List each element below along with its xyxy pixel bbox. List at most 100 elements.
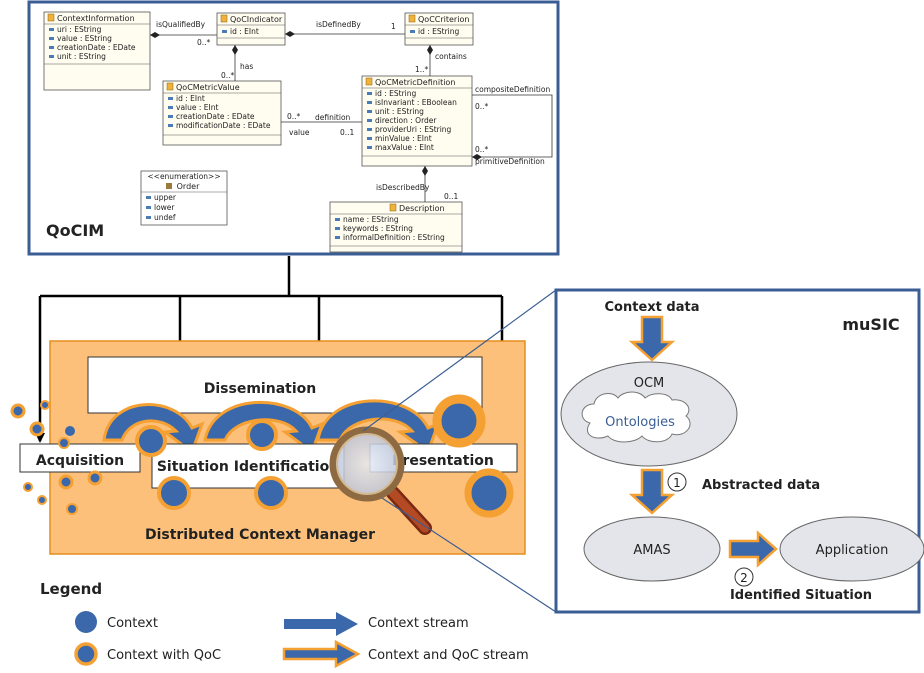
context-qoc-stream-arrow <box>628 315 676 362</box>
step-2-badge <box>734 567 754 587</box>
qocim-title: QoCIM <box>46 221 104 240</box>
uml-relations <box>150 33 553 202</box>
class-qoc-criterion[interactable]: QoCCriterion id : EString <box>404 12 474 46</box>
context-with-qoc-dot <box>87 470 103 486</box>
class-attribute: id : EString <box>375 89 417 98</box>
enum-icon <box>166 183 172 189</box>
class-attribute: id : EString <box>418 27 460 36</box>
multiplicity-label: 0..1 <box>340 128 355 137</box>
situation-identification-label: Situation Identification <box>157 459 339 475</box>
dissemination-label: Dissemination <box>204 381 316 397</box>
context-with-qoc-dot <box>464 468 514 518</box>
relation-label: contains <box>435 52 467 61</box>
context-with-qoc-dot <box>58 474 74 490</box>
zoom-lines <box>362 289 557 613</box>
class-attribute: keywords : EString <box>343 224 413 233</box>
application-ellipse[interactable] <box>779 516 924 582</box>
relation-label: isDefinedBy <box>316 20 361 29</box>
acquisition-box[interactable] <box>19 443 141 473</box>
context-qoc-stream-arrow <box>628 468 676 515</box>
relation-label: value <box>289 128 310 137</box>
context-with-qoc-dot <box>29 421 45 437</box>
presentation-label: Presentation <box>392 453 494 469</box>
class-attribute: unit : EString <box>57 52 106 61</box>
relation-label: definition <box>315 113 351 122</box>
uml-diamonds <box>150 31 482 176</box>
amas-label: AMAS <box>633 543 670 558</box>
legend-context-qoc-stream-icon <box>282 639 361 669</box>
context-with-qoc-dot <box>432 394 486 448</box>
cloud-icon <box>581 391 691 443</box>
context-with-qoc-dot <box>157 476 191 510</box>
context-dots <box>10 394 514 518</box>
multiplicity-label: 1..* <box>415 65 429 74</box>
class-description[interactable]: Description name : EString keywords : ES… <box>329 201 463 253</box>
context-with-qoc-dot <box>37 495 47 505</box>
class-qoc-metric-value[interactable]: QoCMetricValue id : EInt value : EInt cr… <box>162 80 282 146</box>
relation-label: primitiveDefinition <box>475 157 545 166</box>
enum-literal: upper <box>154 193 177 202</box>
enum-literal: undef <box>154 213 176 222</box>
music-title: muSIC <box>842 315 899 334</box>
class-attribute: id : EInt <box>176 94 205 103</box>
class-name: QoCMetricValue <box>176 83 240 92</box>
class-attribute: unit : EString <box>375 107 424 116</box>
application-label: Application <box>816 543 889 558</box>
class-attribute: isInvariant : EBoolean <box>375 98 457 107</box>
acquisition-label: Acquisition <box>36 453 124 469</box>
multiplicity-label: 0..* <box>287 112 301 121</box>
context-with-qoc-dot <box>66 503 78 515</box>
class-attribute: maxValue : EInt <box>375 143 434 152</box>
step-1-badge <box>667 472 687 492</box>
context-with-qoc-dot <box>40 400 50 410</box>
class-attribute: id : EInt <box>230 27 259 36</box>
relation-label: has <box>240 62 253 71</box>
amas-ellipse[interactable] <box>583 516 721 582</box>
relation-label: isQualifiedBy <box>156 20 206 29</box>
context-with-qoc-dot <box>58 437 70 449</box>
legend-context-qoc-icon <box>74 642 98 666</box>
class-context-information[interactable]: ContextInformation uri : EString value :… <box>43 11 151 91</box>
class-attribute: minValue : EInt <box>375 134 432 143</box>
relation-label: isDescribedBy <box>376 183 430 192</box>
legend-context-label: Context <box>107 616 158 631</box>
step-1-number: 1 <box>673 476 681 490</box>
legend-context-qoc-label: Context with QoC <box>107 648 221 663</box>
class-name: QoCCriterion <box>418 15 469 24</box>
context-with-qoc-dot <box>246 419 278 451</box>
class-name: ContextInformation <box>57 14 135 23</box>
class-qoc-metric-definition[interactable]: QoCMetricDefinition id : EString isInvar… <box>361 75 473 167</box>
legend-context-icon <box>75 611 97 633</box>
multiplicity-label: 0..* <box>221 71 235 80</box>
multiplicity-label: 0..* <box>197 38 211 47</box>
relation-label: compositeDefinition <box>475 85 550 94</box>
class-name: Description <box>399 204 445 213</box>
multiplicity-label: 1 <box>391 22 396 31</box>
class-attribute: direction : Order <box>375 116 437 125</box>
legend-context-stream-icon <box>284 612 358 636</box>
class-order-enumeration[interactable]: <<enumeration>> Order upper lower undef <box>140 170 228 226</box>
enum-literal: lower <box>154 203 175 212</box>
step-2-number: 2 <box>740 571 748 585</box>
ocm-label: OCM <box>634 376 665 391</box>
multiplicity-label: 0..* <box>475 102 489 111</box>
abstracted-data-label: Abstracted data <box>702 478 820 493</box>
class-qoc-indicator[interactable]: QoCIndicator id : EInt <box>216 12 286 46</box>
context-with-qoc-dot <box>10 403 26 419</box>
context-with-qoc-dot <box>23 482 33 492</box>
context-with-qoc-dot <box>254 476 288 510</box>
context-dot <box>65 426 75 436</box>
legend-context-stream-label: Context stream <box>368 616 469 631</box>
context-with-qoc-dot <box>135 425 167 457</box>
context-qoc-stream-arrow <box>728 530 778 568</box>
identified-situation-label: Identified Situation <box>730 588 872 603</box>
class-name: Order <box>177 182 200 191</box>
class-attribute: informalDefinition : EString <box>343 233 445 242</box>
multiplicity-label: 0..* <box>475 145 489 154</box>
context-manager-title: Distributed Context Manager <box>145 527 375 543</box>
class-attribute: value : EString <box>57 34 112 43</box>
class-attribute: creationDate : EDate <box>57 43 136 52</box>
class-attribute: modificationDate : EDate <box>176 121 271 130</box>
class-stereotype: <<enumeration>> <box>147 172 220 181</box>
